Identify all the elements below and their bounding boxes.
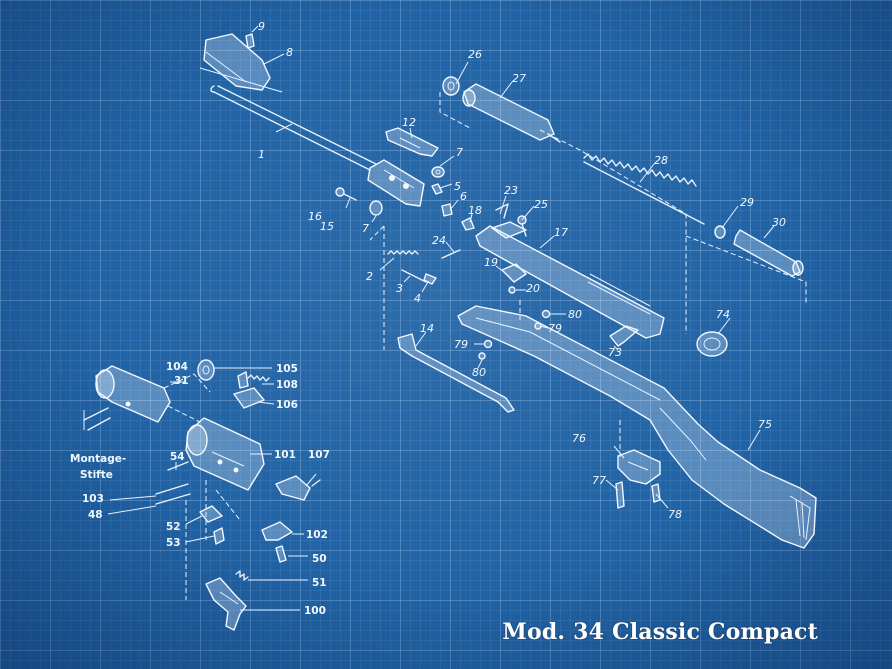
callout-53: 53	[166, 537, 181, 549]
callout-19: 19	[484, 256, 498, 269]
inset-assembly	[83, 359, 321, 631]
assembly-line	[685, 235, 807, 304]
callout-78: 78	[668, 508, 682, 521]
callout-26: 26	[468, 48, 482, 61]
callout-17: 17	[554, 226, 568, 239]
callout-2: 2	[366, 270, 373, 283]
assembly-line	[369, 225, 385, 241]
part-spring-2	[387, 250, 419, 255]
callout-8: 8	[286, 46, 293, 59]
callout-50: 50	[312, 553, 327, 565]
callout-27: 27	[512, 72, 526, 85]
callout-51: 51	[312, 577, 327, 589]
callout-25: 25	[534, 198, 548, 211]
callout-76: 76	[572, 432, 586, 445]
callout-80-lower: 80	[472, 366, 486, 379]
callout-79-upper: 79	[548, 322, 562, 335]
callout-79-lower: 79	[454, 338, 468, 351]
part-pin-3	[401, 269, 427, 283]
callout-80-upper: 80	[568, 308, 582, 321]
part-washer-lower	[369, 200, 383, 216]
callout-101: 101	[274, 449, 296, 461]
callout-5: 5	[454, 180, 461, 193]
part-spring-guide	[733, 229, 804, 277]
callout-77: 77	[592, 474, 606, 487]
callout-16: 16	[308, 210, 322, 223]
callout-9: 9	[258, 20, 265, 33]
part-front-sight-hood	[199, 33, 283, 93]
leader-lines	[251, 25, 775, 509]
part-trigger-guard	[617, 449, 661, 485]
callout-1: 1	[258, 148, 265, 161]
callout-103: 103	[82, 493, 104, 505]
callout-12: 12	[402, 116, 416, 129]
part-screw-80a	[541, 309, 551, 319]
part-rear-sight	[385, 127, 439, 157]
part-barrel	[210, 85, 377, 171]
part-screw-79b	[483, 339, 493, 349]
callout-75: 75	[758, 418, 772, 431]
callout-20: 20	[526, 282, 540, 295]
part-pin-24	[441, 249, 461, 259]
callout-4: 4	[414, 292, 421, 305]
callout-29: 29	[740, 196, 754, 209]
callout-54: 54	[170, 451, 185, 463]
callout-48: 48	[88, 509, 103, 521]
inset-callouts: 104 31 105 108 106 101 107 54 103 48 52 …	[70, 361, 330, 617]
callout-stifte: Stifte	[80, 469, 113, 481]
part-piston-seal	[442, 76, 460, 96]
part-trigger-guard-strip	[397, 333, 515, 413]
callout-104: 104	[166, 361, 188, 373]
callout-18: 18	[468, 204, 482, 217]
part-washer	[431, 166, 445, 178]
part-clamp-19	[501, 263, 527, 283]
part-trigger-spring-23	[495, 203, 509, 219]
callout-30: 30	[772, 216, 786, 229]
part-piston	[462, 83, 561, 143]
part-mainspring	[583, 153, 705, 225]
callout-15: 15	[320, 220, 334, 233]
part-screw-20	[508, 286, 516, 294]
assembly-line	[439, 92, 471, 129]
callout-73: 73	[608, 346, 622, 359]
callout-7-lower: 7	[362, 222, 369, 235]
part-stock	[457, 305, 817, 549]
callout-23: 23	[504, 184, 518, 197]
callout-74: 74	[716, 308, 730, 321]
callout-6: 6	[460, 190, 467, 203]
part-screw-16	[335, 187, 357, 201]
part-pin-5	[431, 183, 443, 195]
part-trigger-73	[609, 325, 639, 347]
part-screw-78	[651, 483, 661, 503]
part-sight-screw	[245, 33, 255, 49]
callout-24: 24	[432, 234, 446, 247]
callout-7-upper: 7	[456, 146, 463, 159]
part-spring-washer	[714, 225, 726, 239]
part-pin-18	[461, 217, 475, 231]
callout-28: 28	[654, 154, 668, 167]
callout-102: 102	[306, 529, 328, 541]
diagram-title: Mod. 34 Classic Compact	[502, 619, 818, 645]
part-screw-80b	[478, 352, 486, 360]
part-screw-77	[615, 481, 625, 509]
callout-108: 108	[276, 379, 298, 391]
part-breech-block	[367, 159, 425, 207]
part-end-cap	[696, 331, 728, 357]
assembly-line	[539, 129, 687, 334]
callout-montage: Montage-	[70, 453, 126, 465]
main-callouts: 9 8 1 12 7 5 6 16 15 7 2 3 4 26 27 28 29…	[258, 20, 786, 521]
callout-14: 14	[420, 322, 434, 335]
callout-105: 105	[276, 363, 298, 375]
callout-107: 107	[308, 449, 330, 461]
callout-106: 106	[276, 399, 298, 411]
part-compression-tube	[475, 221, 665, 339]
part-pin-4	[423, 273, 437, 285]
callout-31: 31	[174, 375, 189, 387]
callout-100: 100	[304, 605, 326, 617]
callout-3: 3	[396, 282, 403, 295]
part-pin-6	[441, 203, 453, 217]
callout-52: 52	[166, 521, 181, 533]
